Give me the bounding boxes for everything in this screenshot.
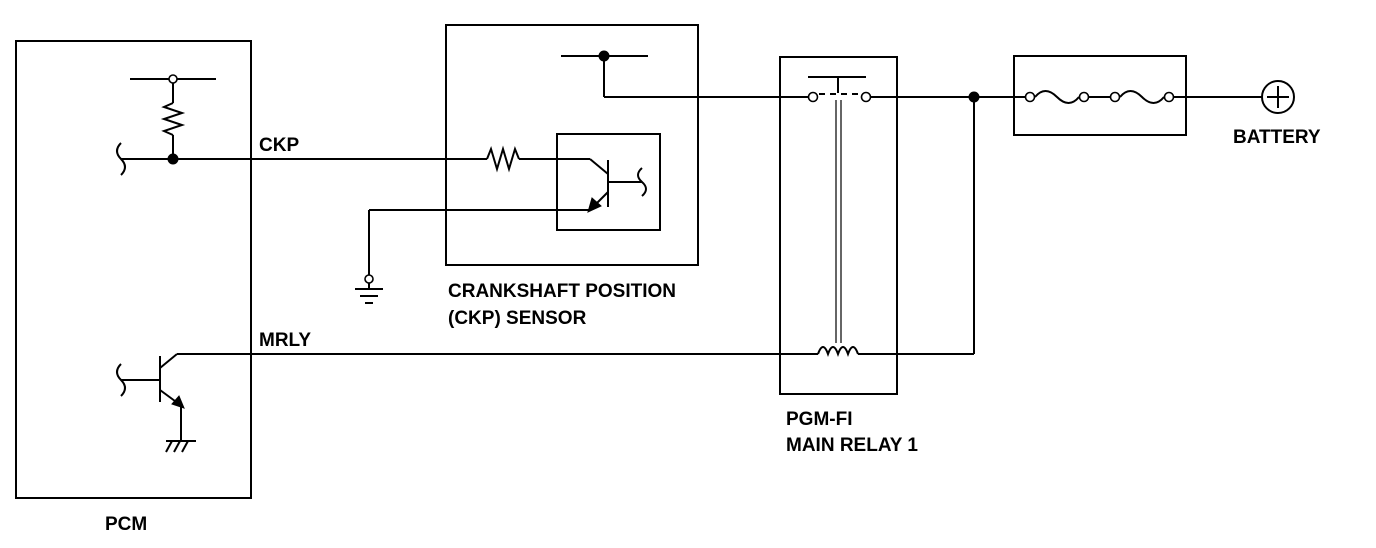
ckp-sensor-inner-box (556, 133, 661, 231)
ckp-sensor-power-wire (561, 50, 809, 98)
pcm-box (15, 40, 252, 499)
fuse-box (1013, 55, 1187, 136)
ckp-wire-label: CKP (259, 135, 300, 156)
main-relay-label-line2: MAIN RELAY 1 (786, 435, 918, 456)
battery-feed-wire (858, 91, 1025, 355)
ckp-sensor-label-line1: CRANKSHAFT POSITION (448, 281, 676, 302)
ckp-wire (251, 145, 557, 173)
ckp-sensor-transistor (557, 158, 647, 213)
pcm-ground-symbol (165, 440, 196, 453)
main-relay-coil (817, 346, 859, 357)
pcm-ckp-input (116, 142, 251, 176)
main-relay-switch (807, 76, 897, 343)
ckp-sensor-label-line2: (CKP) SENSOR (448, 308, 587, 329)
ckp-sensor-box (445, 24, 699, 266)
main-relay-box (779, 56, 898, 395)
fuse-symbols (1024, 90, 1263, 104)
mrly-wire-label: MRLY (259, 330, 312, 351)
main-relay-label-line1: PGM-FI (786, 409, 853, 430)
ckp-sensor-ground-wire (364, 209, 590, 288)
pcm-pullup-resistor (130, 74, 216, 165)
battery-plus-icon (1261, 80, 1295, 114)
battery-label: BATTERY (1233, 127, 1321, 148)
pcm-label: PCM (105, 514, 148, 535)
pcm-mrly-transistor (116, 353, 185, 441)
ground-symbol (355, 288, 383, 304)
